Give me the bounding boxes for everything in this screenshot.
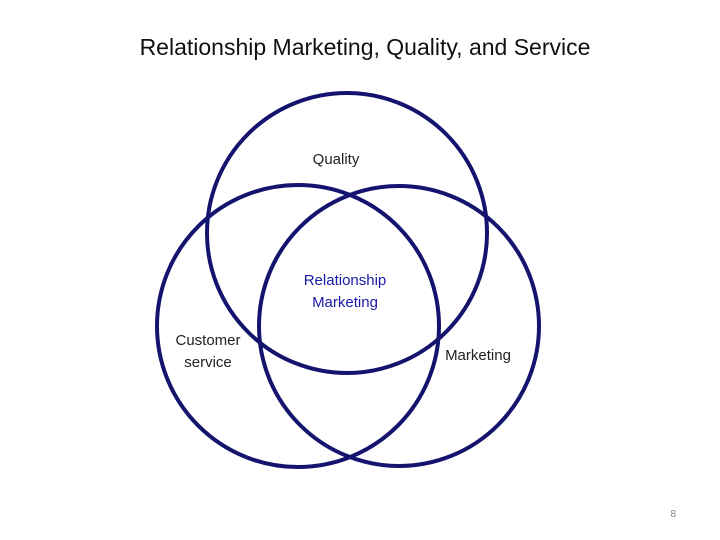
relationship-marketing-label-line-1: Relationship — [303, 272, 387, 289]
quality-label: Quality — [312, 151, 360, 168]
marketing-circle — [257, 184, 541, 468]
customer-service-circle — [155, 183, 441, 469]
marketing-label: Marketing — [445, 347, 511, 364]
relationship-marketing-label: Relationship Marketing — [285, 270, 405, 314]
customer-service-label-line-2: service — [184, 354, 232, 371]
slide-title: Relationship Marketing, Quality, and Ser… — [139, 34, 591, 60]
customer-service-label: Customer service — [163, 330, 253, 374]
customer-service-label-line-1: Customer — [175, 332, 241, 349]
relationship-marketing-label-line-2: Marketing — [312, 294, 378, 311]
page-number: 8 — [670, 509, 676, 520]
quality-circle — [205, 91, 489, 375]
